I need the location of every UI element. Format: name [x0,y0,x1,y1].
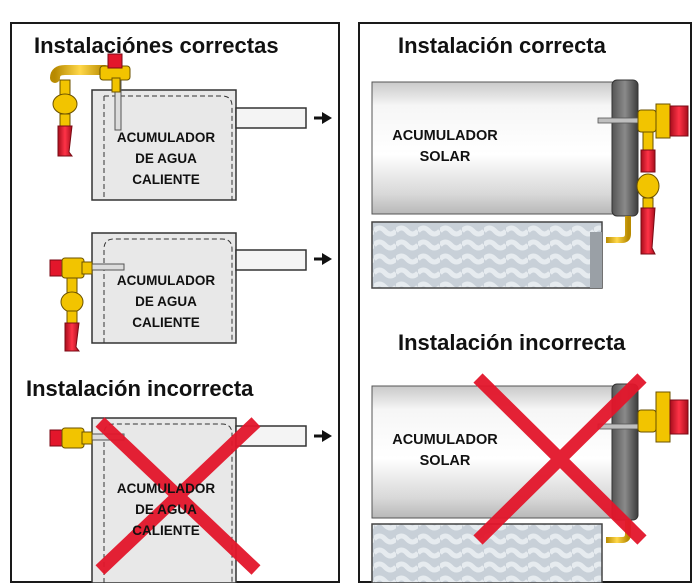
title-right-correct: Instalación correcta [398,33,606,58]
title-right-incorrect: Instalación incorrecta [398,330,626,355]
title-left-correct: Instalaciónes correctas [34,33,279,58]
safety-valve-assembly-2 [49,257,93,352]
tank-2 [87,232,332,344]
tank-2-label-line1: ACUMULADOR [116,273,216,288]
solar-tank-2-label-line1: ACUMULADOR [392,432,498,448]
safety-valve-assembly-1 [50,53,131,157]
safety-valve-assembly-4 [636,103,689,255]
tank-2-label-line3: CALIENTE [132,315,200,330]
solar-tank-1-label: ACUMULADOR SOLAR [380,126,510,168]
safety-valve-assembly-3 [49,427,93,449]
solar-tank-2-label-line2: SOLAR [419,453,471,469]
tank-1 [91,77,332,201]
solar-collector-1 [371,221,603,289]
tank-1-label-line3: CALIENTE [132,172,200,187]
incorrect-cross-left [95,417,261,575]
tank-3-label-line3: CALIENTE [132,523,200,538]
tank-3-label: ACUMULADOR DE AGUA CALIENTE [98,478,234,541]
incorrect-cross-right [473,373,647,545]
tank-1-label-line1: ACUMULADOR [116,130,216,145]
tank-3-label-line2: DE AGUA [135,502,197,517]
solar-tank-1-label-line1: ACUMULADOR [392,128,498,144]
tank-3-label-line1: ACUMULADOR [116,481,216,496]
tank-2-label-line2: DE AGUA [135,294,197,309]
title-left-incorrect: Instalación incorrecta [26,376,254,401]
tank-1-label-line2: DE AGUA [135,151,197,166]
tank-2-label: ACUMULADOR DE AGUA CALIENTE [98,270,234,333]
tank-1-label: ACUMULADOR DE AGUA CALIENTE [98,127,234,190]
safety-valve-assembly-5 [637,391,689,443]
solar-tank-2-label: ACUMULADOR SOLAR [380,430,510,472]
solar-tank-1-label-line2: SOLAR [419,149,471,165]
solar-tank-1 [371,79,643,243]
